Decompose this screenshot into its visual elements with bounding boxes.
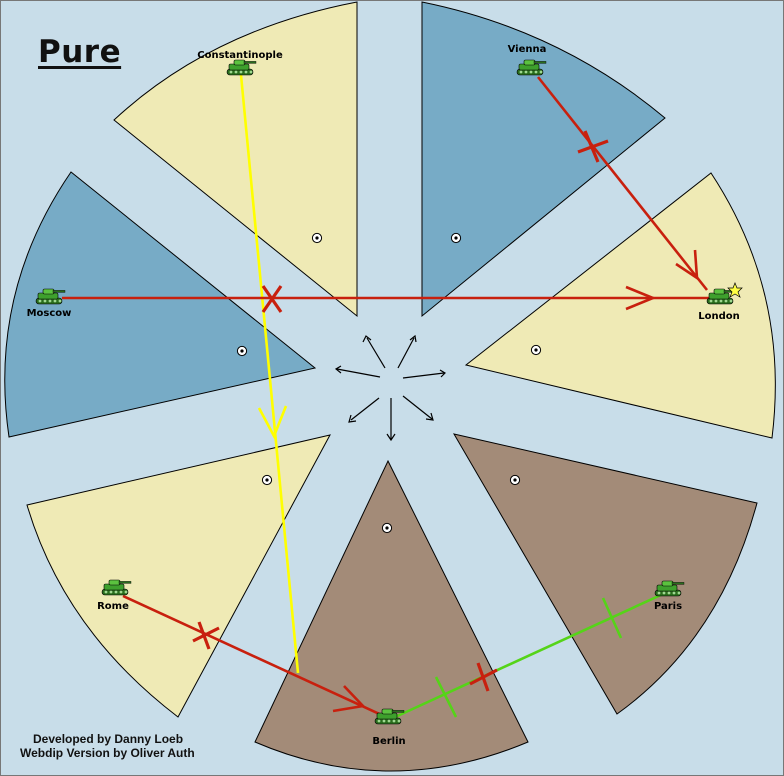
credit-developer: Developed by Danny Loeb <box>33 732 184 746</box>
order-arrowhead <box>257 405 288 440</box>
supply-center-icon <box>381 522 393 534</box>
label-constantinople: Constantinople <box>197 50 283 61</box>
province-constantinople[interactable] <box>113 1 358 318</box>
failed-order-x-icon <box>192 621 220 650</box>
order-arrowhead <box>675 249 699 281</box>
center-arrow <box>366 337 386 369</box>
order-line-rome-berlin <box>122 594 389 720</box>
province-paris[interactable] <box>452 433 758 715</box>
credit-webdip: Webdip Version by Oliver Auth <box>20 746 195 760</box>
center-arrows <box>334 334 446 442</box>
failed-order-x-icon <box>261 285 283 313</box>
province-labels: Constantinople Vienna London Paris Berli… <box>27 44 740 747</box>
label-paris: Paris <box>654 601 682 612</box>
province-vienna[interactable] <box>421 1 666 318</box>
center-arrow <box>336 368 381 378</box>
order-arrowhead <box>332 685 366 713</box>
center-arrow <box>402 395 433 420</box>
center-arrow <box>397 337 415 369</box>
center-arrow <box>350 397 380 421</box>
province-london[interactable] <box>464 172 776 439</box>
province-berlin[interactable] <box>254 459 529 772</box>
failed-order-x-icon <box>469 662 498 692</box>
province-moscow[interactable] <box>4 171 317 438</box>
failed-order-x-icon <box>577 130 609 163</box>
label-moscow: Moscow <box>27 308 72 319</box>
supply-center-icon <box>530 344 542 356</box>
order-line-constantinople-berlin <box>239 74 300 674</box>
label-berlin: Berlin <box>372 736 405 747</box>
supply-center-icon <box>509 474 521 486</box>
center-arrow <box>402 372 445 379</box>
star-icon <box>727 282 743 298</box>
support-tick <box>434 676 458 718</box>
label-rome: Rome <box>97 601 129 612</box>
order-line-vienna-london <box>536 76 709 291</box>
supply-center-icon <box>311 232 323 244</box>
supply-center-icon <box>450 232 462 244</box>
label-vienna: Vienna <box>508 44 547 55</box>
orders <box>62 74 714 720</box>
label-london: London <box>698 311 740 322</box>
supply-center-icon <box>261 474 273 486</box>
order-line-paris-berlin <box>392 592 664 720</box>
map-title: Pure <box>38 34 122 70</box>
support-tick <box>601 597 623 639</box>
province-rome[interactable] <box>26 434 331 718</box>
order-arrowhead <box>625 285 657 311</box>
supply-center-icon <box>236 345 248 357</box>
